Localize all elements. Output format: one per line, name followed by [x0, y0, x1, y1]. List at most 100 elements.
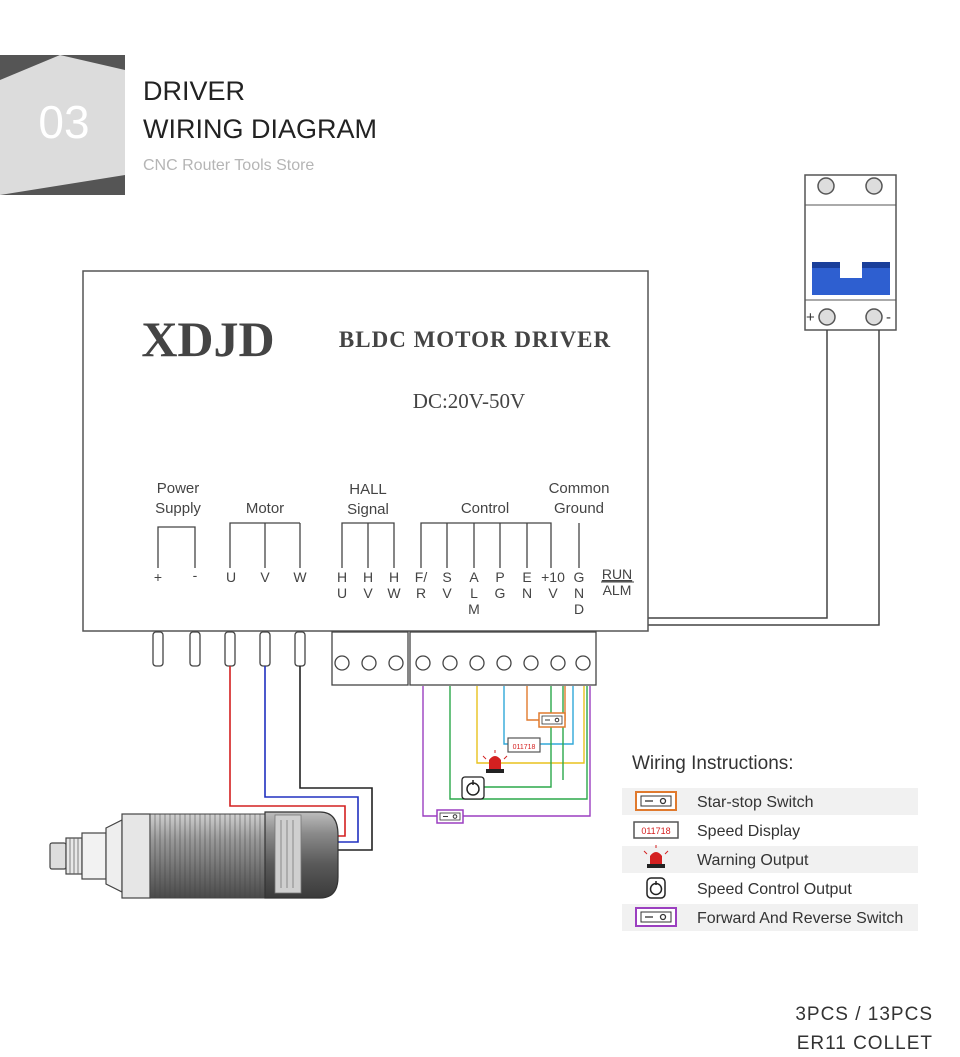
terminal-label-gnd-3: D — [574, 601, 584, 617]
group-label-ground-1: Common — [549, 480, 610, 497]
pin-minus — [189, 631, 201, 667]
control-terminal-block — [409, 631, 597, 686]
legend-item-label: Speed Display — [697, 823, 800, 840]
pin-v — [259, 631, 271, 667]
header: 03 DRIVER WIRING DIAGRAM CNC Router Tool… — [0, 55, 377, 195]
switch-icon — [635, 907, 677, 927]
terminal-label-en-2: N — [522, 585, 532, 601]
header-corner-bottom — [0, 175, 125, 195]
terminal-label-en-1: E — [522, 569, 531, 585]
knob-icon — [646, 877, 666, 899]
legend-title: Wiring Instructions: — [632, 753, 794, 774]
legend-item-label: Warning Output — [697, 852, 809, 869]
run-label: RUN — [602, 566, 632, 582]
group-label-power-1: Power — [157, 480, 200, 497]
breaker-plus-label: + — [806, 309, 815, 326]
wire-forward-reverse — [422, 686, 591, 817]
header-corner-top — [0, 55, 60, 80]
header-title-line2: WIRING DIAGRAM — [143, 114, 377, 144]
legend-item: Speed Control Output — [622, 875, 918, 902]
terminal-label-alm-1: A — [469, 569, 479, 585]
footer-line1: 3PCS / 13PCS — [795, 1004, 933, 1025]
group-label-control: Control — [461, 500, 509, 517]
breaker-switch — [812, 262, 890, 295]
control-wires — [422, 686, 591, 817]
forward-reverse-switch — [436, 809, 464, 824]
speed-knob — [461, 776, 485, 800]
terminal-label-hw-1: H — [389, 569, 399, 585]
spindle-nose-cone — [105, 819, 123, 893]
legend-rows: Star-stop Switch 011718 Speed Display War… — [622, 788, 918, 931]
terminal-label-sv-1: S — [442, 569, 451, 585]
driver-voltage: DC:20V-50V — [413, 389, 525, 413]
alm-label: ALM — [603, 582, 632, 598]
terminal-label-sv-2: V — [442, 585, 452, 601]
terminal-label-fr-2: R — [416, 585, 426, 601]
group-label-ground-2: Ground — [554, 500, 604, 517]
spindle-front-cap — [121, 813, 151, 899]
legend-item: Star-stop Switch — [622, 788, 918, 815]
group-label-power-2: Supply — [155, 500, 201, 517]
breaker-screw-minus — [865, 308, 883, 326]
header-title-line1: DRIVER — [143, 76, 245, 106]
start-stop-switch — [538, 712, 566, 728]
footer-line2: ER11 COLLET — [797, 1033, 933, 1054]
wire-motor-v — [264, 666, 359, 843]
group-label-motor: Motor — [246, 500, 284, 517]
breaker-switch-right-edge — [862, 262, 890, 268]
terminal-label-hw-2: W — [387, 585, 401, 601]
spindle-cooling-fins — [149, 813, 266, 899]
breaker-screw-top-right — [865, 177, 883, 195]
wire-10v — [473, 686, 552, 788]
switch-icon — [635, 791, 677, 811]
speed-display-value: 011718 — [513, 744, 536, 751]
legend-item: Warning Output — [622, 845, 918, 873]
driver-model: BLDC MOTOR DRIVER — [339, 327, 611, 352]
legend-item-label: Forward And Reverse Switch — [697, 910, 903, 927]
pin-plus — [152, 631, 164, 667]
breaker-body — [804, 174, 897, 331]
motor-wires — [229, 666, 373, 851]
wire-alarm — [476, 686, 585, 764]
hall-terminal-block — [331, 631, 409, 686]
terminal-label-w: W — [293, 569, 307, 585]
driver-body — [82, 270, 649, 632]
terminal-label-hu-2: U — [337, 585, 347, 601]
svg-text:011718: 011718 — [641, 826, 670, 836]
terminal-label-minus: - — [193, 567, 198, 583]
speed-display: 011718 — [507, 737, 541, 753]
legend-item-background — [622, 846, 918, 873]
legend-item-label: Star-stop Switch — [697, 794, 813, 811]
terminal-label-hu-1: H — [337, 569, 347, 585]
group-label-hall-1: HALL — [349, 481, 387, 498]
pin-terminals — [152, 631, 306, 667]
spindle-nameplate — [274, 814, 302, 894]
spindle-motor — [49, 811, 339, 899]
wire-motor-u — [229, 666, 346, 837]
legend-item-background — [622, 875, 918, 902]
header-corner-right — [60, 55, 125, 70]
group-label-hall-2: Signal — [347, 501, 389, 518]
breaker-screw-plus — [818, 308, 836, 326]
spindle-shaft-housing — [81, 832, 107, 880]
terminal-label-u: U — [226, 569, 236, 585]
breaker-minus-label: - — [886, 309, 891, 326]
pin-w — [294, 631, 306, 667]
breaker-switch-left-edge — [812, 262, 840, 268]
pin-u — [224, 631, 236, 667]
warning-light — [482, 750, 508, 773]
terminal-label-gnd-1: G — [574, 569, 585, 585]
terminal-label-10v-2: V — [548, 585, 558, 601]
terminal-labels: + - U V W H U H V H W F/ R S V A L M P G… — [154, 567, 585, 617]
terminal-brackets — [157, 522, 580, 568]
display-icon: 011718 — [633, 821, 679, 839]
terminal-label-gnd-2: N — [574, 585, 584, 601]
legend-item-label: Speed Control Output — [697, 881, 852, 898]
breaker-screw-top-left — [817, 177, 835, 195]
terminal-label-plus: + — [154, 569, 162, 585]
terminal-label-pg-2: G — [495, 585, 506, 601]
wire-speed-signal — [449, 686, 588, 800]
header-store-name: CNC Router Tools Store — [143, 157, 314, 174]
spindle-collet-nut — [49, 842, 67, 870]
